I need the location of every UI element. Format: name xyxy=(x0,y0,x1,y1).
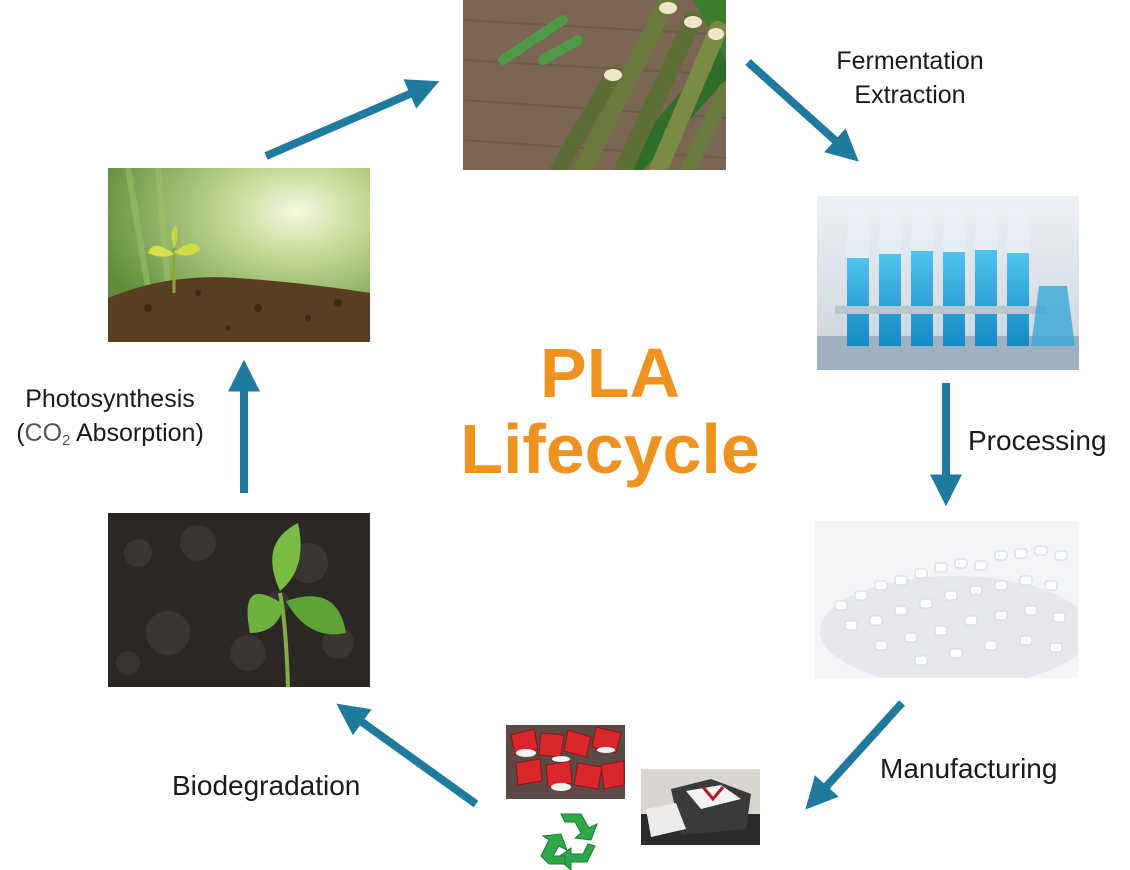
sprout-sunlight-photo xyxy=(108,168,370,342)
photosynthesis-label: Photosynthesis (CO2 Absorption) xyxy=(0,382,220,450)
fermentation-text: Fermentation xyxy=(836,47,984,75)
test-tubes-photo xyxy=(817,196,1079,370)
sugarcane-photo xyxy=(463,0,726,170)
arrow-to-test-tubes xyxy=(745,59,859,162)
absorption-text: Absorption) xyxy=(70,419,204,447)
manufacturing-label: Manufacturing xyxy=(880,753,1058,784)
processing-label: Processing xyxy=(968,425,1107,456)
paren-open: ( xyxy=(16,419,25,447)
recycle-icon xyxy=(535,810,609,870)
fermentation-extraction-label: Fermentation Extraction xyxy=(808,44,1012,112)
seedling-soil-photo xyxy=(108,513,370,687)
arrow-to-biodegradation xyxy=(336,703,479,808)
biodegradation-label: Biodegradation xyxy=(172,770,361,801)
photosynthesis-text: Photosynthesis xyxy=(25,385,195,413)
co2-subscript: 2 xyxy=(62,432,71,449)
title-line-2: Lifecycle xyxy=(460,410,760,488)
diagram-title: PLA Lifecycle xyxy=(440,335,780,487)
title-line-1: PLA xyxy=(540,334,680,412)
red-cups-photo xyxy=(506,725,625,799)
co2-text: CO xyxy=(24,419,63,447)
arrow-to-products xyxy=(805,700,905,810)
shirts-photo xyxy=(641,769,760,845)
extraction-text: Extraction xyxy=(854,81,966,109)
co2-absorption-text: (CO2 Absorption) xyxy=(0,416,220,450)
pla-pellets-photo xyxy=(815,521,1078,678)
arrow-to-sugarcane xyxy=(264,79,440,160)
